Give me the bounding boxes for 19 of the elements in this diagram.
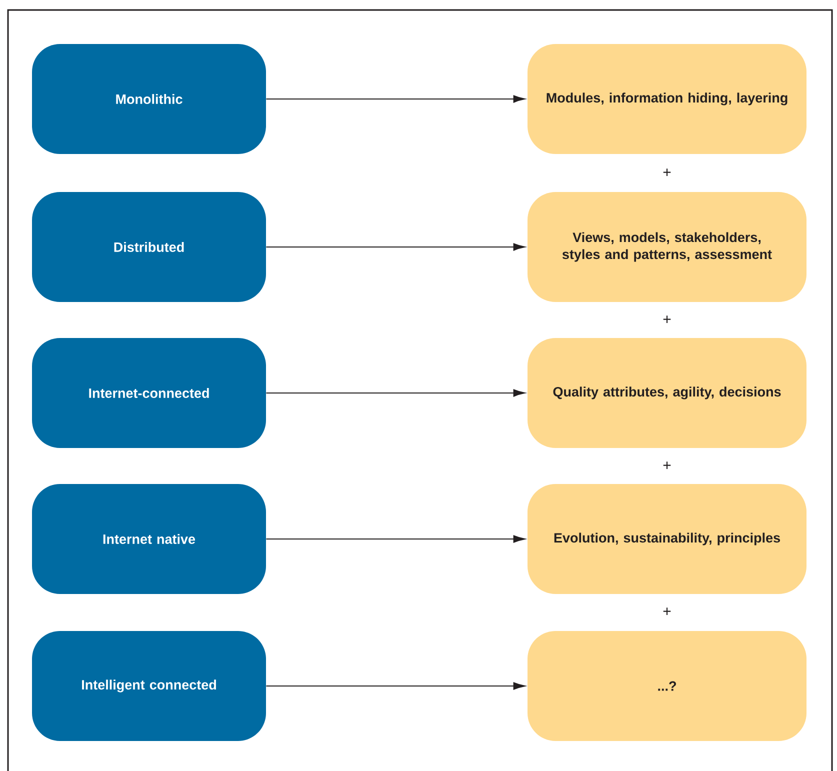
arrow [266, 535, 526, 543]
stage-box: Monolithic [32, 44, 266, 154]
plus-sign: + [663, 608, 671, 615]
plus-sign: + [663, 462, 671, 469]
concept-box: Views, models, stakeholders, styles and patterns, assessment [528, 192, 806, 302]
arrow [266, 95, 526, 103]
concept-box: ...? [528, 631, 806, 741]
arrow [266, 682, 526, 690]
arrow [266, 243, 526, 251]
arrow [266, 389, 526, 397]
stage-box: Distributed [32, 192, 266, 302]
plus-sign: + [663, 168, 671, 176]
stage-box: Internet-connected [32, 338, 266, 448]
stage-box: Intelligent connected [32, 631, 266, 741]
plus-sign: + [663, 316, 671, 323]
concept-box: Evolution, sustainability, principles [528, 484, 806, 594]
concept-box: Modules, information hiding, layering [528, 44, 806, 154]
stage-box: Internet native [32, 484, 266, 594]
concept-box: Quality attributes, agility, decisions [528, 338, 806, 448]
